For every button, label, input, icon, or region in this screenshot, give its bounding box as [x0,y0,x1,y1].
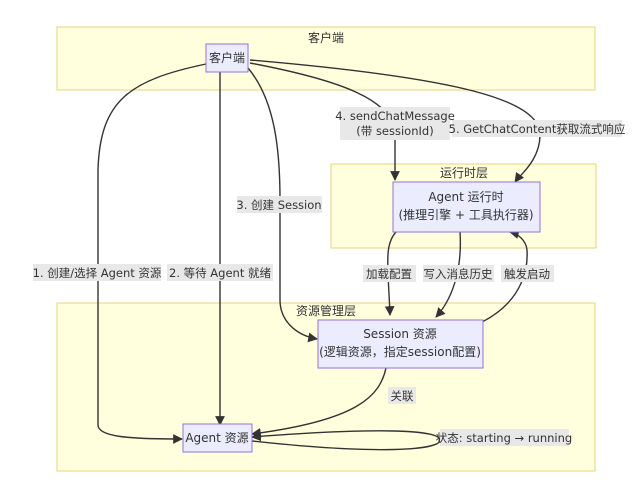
svg-text:1. 创建/选择 Agent 资源: 1. 创建/选择 Agent 资源 [33,266,162,280]
cluster-runtime-title: 运行时层 [440,166,488,180]
cluster-runtime: 运行时层 [330,163,597,249]
cluster-resource-title: 资源管理层 [296,303,356,318]
node-agent: Agent 资源 [182,423,253,453]
edge-create-session [247,67,318,343]
edge-label-write-history: 写入消息历史 [423,265,494,282]
edge-label-e4: 4. sendChatMessage (带 sessionId) [335,107,455,140]
svg-text:写入消息历史: 写入消息历史 [424,267,493,281]
node-session: Session 资源 (逻辑资源，指定session配置) [317,319,484,369]
edge-label-e1: 1. 创建/选择 Agent 资源 [33,264,162,281]
edge-label-trigger-start: 触发启动 [501,265,554,282]
edge-associate [251,367,387,438]
node-client: 客户端 [205,43,249,73]
svg-text:状态: starting → running: 状态: starting → running [436,431,572,445]
cluster-client-title: 客户端 [308,30,344,45]
edge-label-e5: 5. GetChatContent获取流式响应 [449,120,626,137]
node-agent-runtime-line2: (推理引擎 + 工具执行器) [398,207,533,222]
edge-create-agent [97,63,207,444]
svg-text:加载配置: 加载配置 [366,267,412,281]
cluster-client: 客户端 [56,26,596,91]
edge-label-e2: 2. 等待 Agent 就绪 [167,264,273,281]
edge-label-state: 状态: starting → running [436,429,572,446]
edge-label-load-config: 加载配置 [363,265,416,282]
edge-get-content [249,59,541,183]
node-session-line2: (逻辑资源，指定session配置) [319,344,481,359]
node-agent-runtime: Agent 运行时 (推理引擎 + 工具执行器) [392,181,541,233]
svg-text:触发启动: 触发启动 [504,267,550,281]
node-session-line1: Session 资源 [363,327,437,341]
svg-text:(带 sessionId): (带 sessionId) [356,124,433,138]
edge-load-config [384,231,397,316]
node-client-label: 客户端 [209,50,245,65]
node-agent-label: Agent 资源 [185,431,248,445]
edge-label-e3: 3. 创建 Session [236,196,322,213]
edge-label-associate: 关联 [388,387,416,404]
svg-text:4. sendChatMessage: 4. sendChatMessage [335,109,455,123]
edge-trigger-start [481,229,528,323]
svg-text:2. 等待 Agent 就绪: 2. 等待 Agent 就绪 [169,266,271,280]
node-agent-runtime-line1: Agent 运行时 [428,190,503,204]
svg-text:3. 创建 Session: 3. 创建 Session [236,198,321,212]
svg-text:5. GetChatContent获取流式响应: 5. GetChatContent获取流式响应 [449,122,626,136]
svg-text:关联: 关联 [391,389,414,403]
